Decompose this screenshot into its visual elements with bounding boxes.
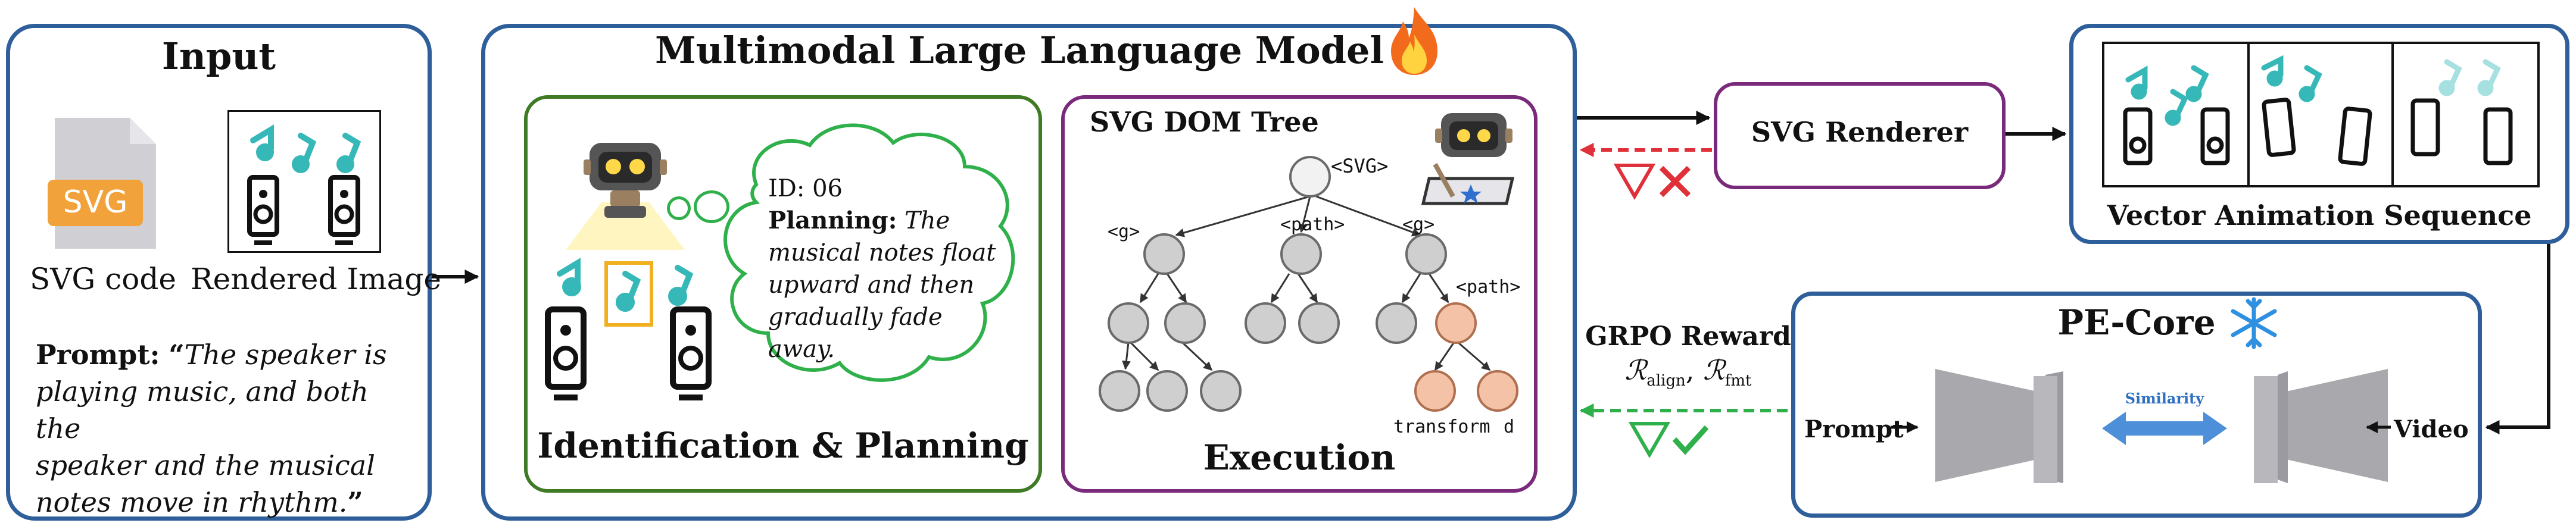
- speaker-icon: [247, 175, 360, 245]
- prompt-line: speaker and the musical: [36, 449, 375, 481]
- dom-node: [1099, 370, 1140, 412]
- thought-cloud: [715, 119, 1024, 393]
- bubble-id: ID: 06: [768, 175, 843, 202]
- input-title: Input: [161, 35, 276, 78]
- svg-file-icon: SVG: [48, 113, 161, 253]
- prompt-line: notes move in rhythm.: [36, 486, 348, 518]
- bubble-line: The: [905, 207, 950, 234]
- dom-node: [1146, 370, 1188, 412]
- dom-label-g: <g>: [1402, 214, 1435, 235]
- dom-attr-d: d: [1504, 417, 1515, 437]
- input-prompt: Prompt: “The speaker is playing music, a…: [36, 336, 417, 521]
- svg-code-caption: SVG code: [30, 262, 176, 296]
- dom-node-path: [1280, 233, 1322, 275]
- similarity-label: Similarity: [2125, 390, 2204, 407]
- dom-attr-transform: transform: [1393, 417, 1490, 437]
- prompt-label: Prompt:: [36, 339, 160, 371]
- pecore-video-label: Video: [2394, 415, 2469, 443]
- music-note-icon: [250, 124, 361, 173]
- dom-node: [1245, 302, 1286, 344]
- dom-node: [1164, 302, 1206, 344]
- highlight-box: [604, 261, 653, 327]
- pecore-prompt-label: Prompt: [1804, 415, 1904, 443]
- mllm-title: Multimodal Large Language Model: [655, 29, 1384, 72]
- reward-formula: ℛalign, ℛfmt: [1624, 354, 1752, 390]
- music-note-icon: [557, 258, 694, 312]
- rendered-image-caption: Rendered Image: [191, 262, 441, 296]
- dom-node-attr-highlight: [1477, 370, 1518, 412]
- bubble-label: Planning:: [768, 206, 897, 234]
- snowflake-icon: [2227, 296, 2281, 350]
- robot-icon: [566, 131, 685, 250]
- arrow-sequence-to-pecore: [2485, 244, 2550, 434]
- dom-label-path: <path>: [1456, 277, 1521, 298]
- speaker-icon: [2123, 98, 2513, 166]
- robot-tablet-icon: [1417, 107, 1524, 208]
- dom-node: [1376, 302, 1417, 344]
- dom-label-g: <g>: [1108, 221, 1140, 242]
- input-panel: [6, 24, 432, 521]
- dom-label-path: <path>: [1280, 214, 1345, 235]
- dom-node-path-highlight: [1435, 302, 1477, 344]
- dom-node-g: [1143, 233, 1185, 275]
- pecore-title: PE-Core: [2057, 302, 2216, 343]
- dom-node: [1200, 370, 1242, 412]
- dom-node: [1298, 302, 1340, 344]
- dom-node-g: [1405, 233, 1447, 275]
- svg-renderer-box: [1714, 82, 2006, 189]
- execution-title: Execution: [1203, 437, 1396, 478]
- encoder-graphic: [1923, 357, 2400, 488]
- dom-node: [1108, 302, 1149, 344]
- animation-sequence-title: Vector Animation Sequence: [2107, 199, 2532, 231]
- planning-illustration: [536, 250, 732, 405]
- grpo-reward-title: GRPO Reward: [1585, 321, 1791, 352]
- gradient-check-mark: [1628, 422, 1709, 459]
- prompt-line: playing music, and both the: [36, 375, 369, 444]
- speaker-icon: [545, 306, 712, 400]
- bubble-line: musical notes float: [768, 239, 996, 267]
- dom-tree-title: SVG DOM Tree: [1090, 106, 1319, 138]
- thought-bubble-text: ID: 06 Planning: The musical notes float…: [768, 173, 1006, 365]
- svg-renderer-label: SVG Renderer: [1751, 116, 1969, 148]
- gradient-cross-mark: [1613, 164, 1691, 201]
- music-note-icon: [2125, 55, 2322, 126]
- dom-root-label: <SVG>: [1331, 155, 1389, 177]
- dom-root-node: [1289, 156, 1331, 198]
- prompt-line: The speaker is: [184, 339, 387, 371]
- dom-node-attr-highlight: [1414, 370, 1456, 412]
- bubble-line: upward and then: [768, 271, 975, 299]
- thought-dot: [694, 190, 729, 223]
- thought-dot: [667, 196, 691, 220]
- rendered-image-thumbnail: [227, 110, 381, 253]
- planning-title: Identification & Planning: [537, 425, 1029, 466]
- fire-icon: [1387, 5, 1441, 76]
- similarity-arrow: [2102, 412, 2227, 445]
- svg-badge-text: SVG: [63, 184, 128, 220]
- bubble-line: gradually fade away.: [768, 303, 943, 363]
- animation-frames: [2102, 42, 2540, 187]
